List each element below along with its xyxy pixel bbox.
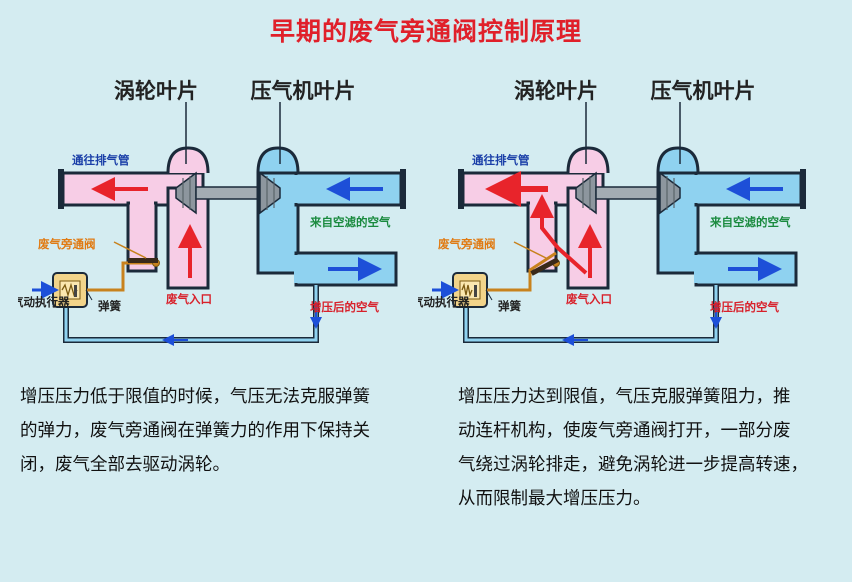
description-open: 增压压力达到限值，气压克服弹簧阻力，推 动连杆机构，使废气旁通阀打开，一部分废 … [458, 387, 808, 509]
bypass-flow-arrow [530, 194, 588, 275]
from-air-filter-label: 来自空滤的空气 [309, 215, 391, 229]
turbine-blade-label: 涡轮叶片 [514, 79, 598, 103]
diagram-svg-closed: 涡轮叶片 压气机叶片 通往排气管 来自空滤的空气 废气旁通阀 气动执行器 弹簧 … [18, 79, 406, 346]
to-exhaust-label: 通往排气管 [472, 153, 530, 167]
exhaust-inlet-label: 废气入口 [566, 292, 612, 306]
compressor-blade-icon [259, 171, 281, 215]
wastegate-linkage [87, 259, 160, 292]
wastegate-label: 废气旁通阀 [38, 237, 96, 251]
wastegate-valve [128, 258, 158, 263]
spring-label: 弹簧 [98, 299, 121, 313]
wastegate-label: 废气旁通阀 [438, 237, 496, 251]
wastegate-valve [530, 257, 560, 276]
exhaust-inlet-label: 废气入口 [166, 292, 212, 306]
boosted-air-label: 增压后的空气 [710, 300, 779, 314]
boosted-air-label: 增压后的空气 [310, 300, 379, 314]
turbine-blade-label: 涡轮叶片 [114, 79, 198, 103]
compressor-blade-label: 压气机叶片 [651, 79, 756, 103]
turbine-blade-icon [175, 171, 197, 215]
spring-label: 弹簧 [498, 299, 521, 313]
diagram-svg-open: 涡轮叶片 压气机叶片 通往排气管 来自空滤的空气 废气旁通阀 气动执行器 弹簧 … [418, 79, 806, 346]
turbo-shaft [595, 186, 659, 200]
from-air-filter-label: 来自空滤的空气 [709, 215, 791, 229]
to-exhaust-label: 通往排气管 [72, 153, 130, 167]
compressor-blade-icon [659, 171, 681, 215]
actuator-label: 气动执行器 [18, 295, 70, 309]
description-closed: 增压压力低于限值的时候，气压无法克服弹簧 的弹力，废气旁通阀在弹簧力的作用下保持… [20, 387, 370, 475]
page-title: 早期的废气旁通阀控制原理 [269, 17, 582, 46]
compressor-blade-label: 压气机叶片 [251, 79, 356, 103]
exhaust-passage [58, 146, 210, 290]
turbo-shaft [195, 186, 259, 200]
actuator-label: 气动执行器 [418, 295, 470, 309]
turbine-blade-icon [575, 171, 597, 215]
